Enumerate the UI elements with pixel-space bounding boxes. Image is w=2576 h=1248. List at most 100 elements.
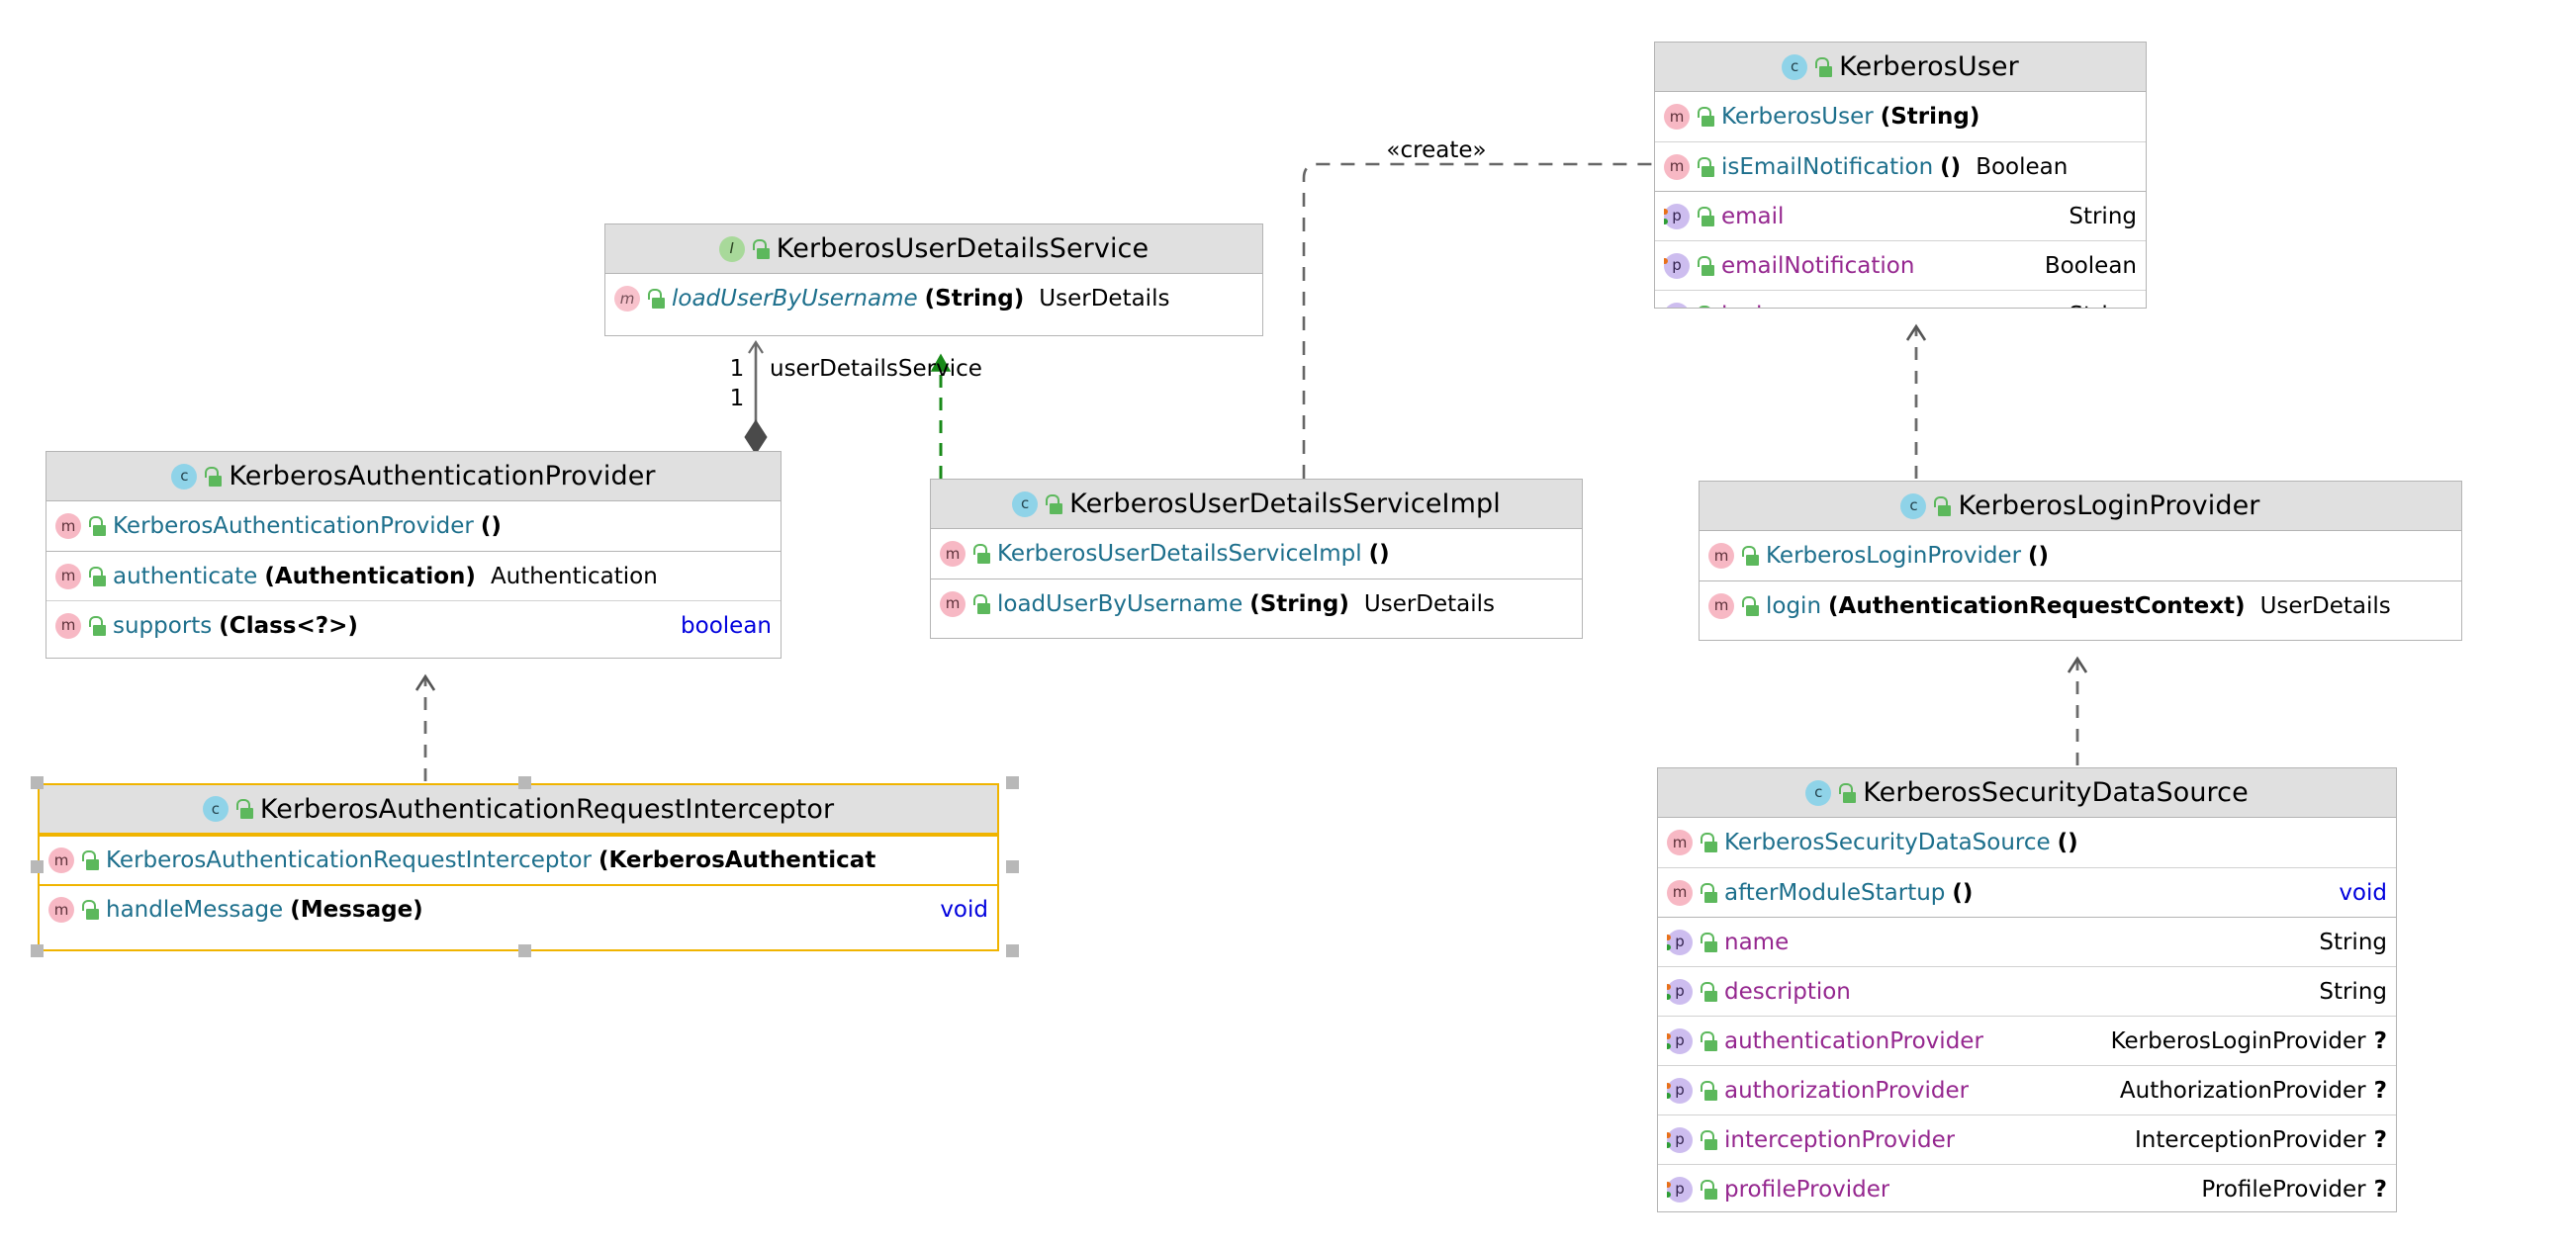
class-name: KerberosSecurityDataSource xyxy=(1863,777,2249,808)
method-name: authenticate xyxy=(113,563,258,589)
class-name: KerberosAuthenticationProvider xyxy=(229,461,656,491)
class-header[interactable]: c KerberosAuthenticationRequestIntercepto… xyxy=(40,785,997,835)
method-signature: (Authentication) xyxy=(264,563,476,589)
uml-class-kerberos-authentication-request-interceptor[interactable]: c KerberosAuthenticationRequestIntercepto… xyxy=(38,783,999,951)
resize-handle[interactable] xyxy=(1006,944,1019,957)
setter-dot-icon xyxy=(1667,1092,1671,1099)
class-header[interactable]: c KerberosAuthenticationProvider xyxy=(46,452,781,501)
method-icon: m xyxy=(1667,830,1693,855)
property-type: String xyxy=(2055,303,2137,309)
multiplicity-source: 1 xyxy=(729,386,745,411)
method-icon: m xyxy=(1708,592,1734,619)
resize-handle[interactable] xyxy=(31,776,44,789)
property-icon: p xyxy=(1667,1077,1693,1104)
setter-dot-icon xyxy=(1667,1191,1671,1198)
class-icon: c xyxy=(171,463,198,490)
relationship-composition-user-details-service[interactable] xyxy=(744,339,768,455)
relationship-create-dependency[interactable] xyxy=(1302,158,1669,479)
nullable-marker: ? xyxy=(2365,1027,2387,1054)
property-type-name: String xyxy=(2319,978,2387,1005)
method-icon: m xyxy=(55,563,81,589)
public-unlocked-icon xyxy=(1700,833,1717,852)
method-icon: m xyxy=(48,897,74,923)
class-section: pemailStringpemailNotificationBooleanplo… xyxy=(1655,191,2146,309)
public-unlocked-icon xyxy=(1697,255,1714,276)
public-unlocked-icon xyxy=(1700,932,1717,952)
class-name: KerberosUserDetailsService xyxy=(776,233,1150,264)
method-return-type: Boolean xyxy=(1976,153,2069,180)
property-name: interceptionProvider xyxy=(1724,1126,1956,1153)
property-type-name: String xyxy=(2069,303,2137,309)
resize-handle[interactable] xyxy=(1006,776,1019,789)
class-icon: c xyxy=(202,796,229,822)
public-unlocked-icon xyxy=(1700,882,1717,903)
method-name: handleMessage xyxy=(106,897,284,923)
class-name: KerberosLoginProvider xyxy=(1958,490,2260,521)
public-unlocked-icon xyxy=(1697,305,1714,308)
property-type-name: String xyxy=(2319,929,2387,955)
resize-handle[interactable] xyxy=(518,776,531,789)
resize-handle[interactable] xyxy=(31,860,44,873)
property-icon: p xyxy=(1664,203,1690,229)
method-icon: m xyxy=(1664,153,1690,180)
getter-dot-icon xyxy=(1667,934,1671,940)
method-return-type: UserDetails xyxy=(1363,590,1496,617)
method-return-type: UserDetails xyxy=(2259,592,2391,619)
property-row[interactable]: ploginString xyxy=(1655,290,2146,309)
property-type: InterceptionProvider ? xyxy=(2121,1127,2387,1153)
method-signature: (String) xyxy=(1249,590,1349,617)
resize-handle[interactable] xyxy=(1006,860,1019,873)
method-signature: () xyxy=(2028,543,2050,569)
property-name: emailNotification xyxy=(1721,252,1915,279)
public-unlocked-icon xyxy=(752,238,770,259)
resize-handle[interactable] xyxy=(518,944,531,957)
method-return-type: UserDetails xyxy=(1039,286,1170,312)
property-name: name xyxy=(1724,929,1790,955)
nullable-marker: ? xyxy=(2365,1176,2387,1203)
method-icon: m xyxy=(940,590,966,617)
method-signature: (String) xyxy=(924,286,1025,312)
resize-handle[interactable] xyxy=(31,944,44,957)
property-type-name: KerberosLoginProvider xyxy=(2110,1027,2366,1054)
class-name: KerberosAuthenticationRequestInterceptor xyxy=(259,793,835,825)
method-name: supports xyxy=(113,612,213,639)
